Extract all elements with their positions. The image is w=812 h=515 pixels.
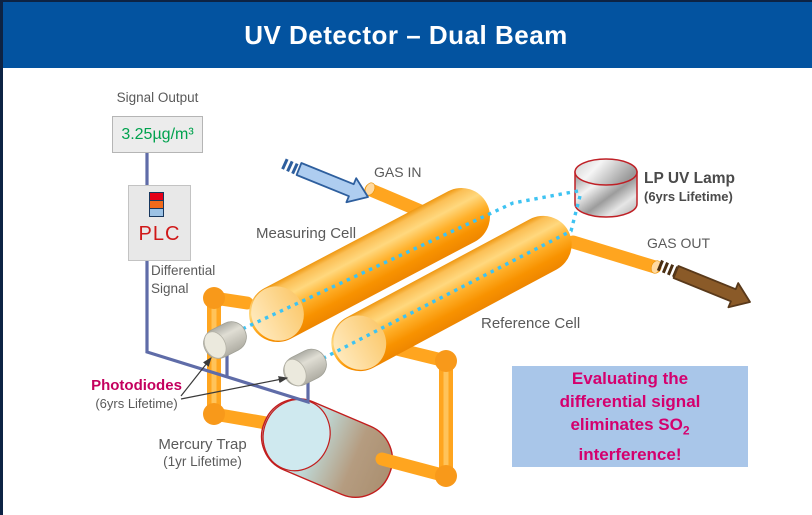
photodiodes-label: Photodiodes (6yrs Lifetime)	[91, 377, 182, 411]
pipe-corner-ball	[435, 465, 457, 487]
uv-beam-measuring	[237, 189, 579, 333]
measuring-cell-label: Measuring Cell	[256, 225, 357, 242]
uv-lamp	[574, 158, 638, 218]
gas-in-nozzle-icon	[281, 158, 303, 177]
signal-value-box: 3.25µg/m³	[112, 116, 203, 153]
pipe-corner-ball	[203, 287, 225, 309]
uv-lamp-label: LP UV Lamp (6yrs Lifetime)	[644, 170, 736, 205]
reference-cell	[331, 215, 572, 372]
mercury-trap-label: Mercury Trap (1yr Lifetime)	[158, 436, 247, 469]
left-border	[0, 0, 3, 515]
gas-in-arrow-icon	[295, 162, 369, 204]
plc-box: PLC	[128, 185, 191, 261]
plc-label: PLC	[138, 223, 181, 245]
gas-out-nozzle-icon	[656, 259, 680, 278]
led-blue-icon	[149, 208, 164, 217]
gas-out-arrow-icon	[672, 265, 751, 309]
photodiode-measuring	[203, 321, 247, 359]
right-pipe-assembly	[373, 338, 457, 487]
reference-cell-label: Reference Cell	[481, 315, 581, 332]
mercury-trap	[260, 398, 394, 498]
photodiode-reference	[283, 348, 327, 387]
signal-value: 3.25µg/m³	[121, 125, 194, 143]
title-bar: UV Detector – Dual Beam	[0, 0, 812, 68]
measuring-cell	[249, 187, 490, 343]
top-border	[0, 0, 812, 2]
gas-in-label: GAS IN	[374, 164, 422, 180]
page-title: UV Detector – Dual Beam	[244, 20, 568, 50]
differential-signal-label: Differential Signal	[151, 263, 216, 297]
pipe-corner-ball	[435, 350, 457, 372]
photodiode-pointer-arrow	[180, 357, 212, 397]
message-box: Evaluating the differential signal elimi…	[512, 366, 748, 467]
uv-beam-reference	[311, 195, 582, 366]
left-pipe-assembly	[203, 287, 279, 431]
gas-out-label: GAS OUT	[647, 235, 711, 251]
pipe-corner-ball	[203, 403, 225, 425]
signal-output-label: Signal Output	[116, 90, 199, 105]
plc-led-indicator-icon	[149, 192, 164, 217]
photodiode-pointer-arrow	[180, 376, 289, 400]
